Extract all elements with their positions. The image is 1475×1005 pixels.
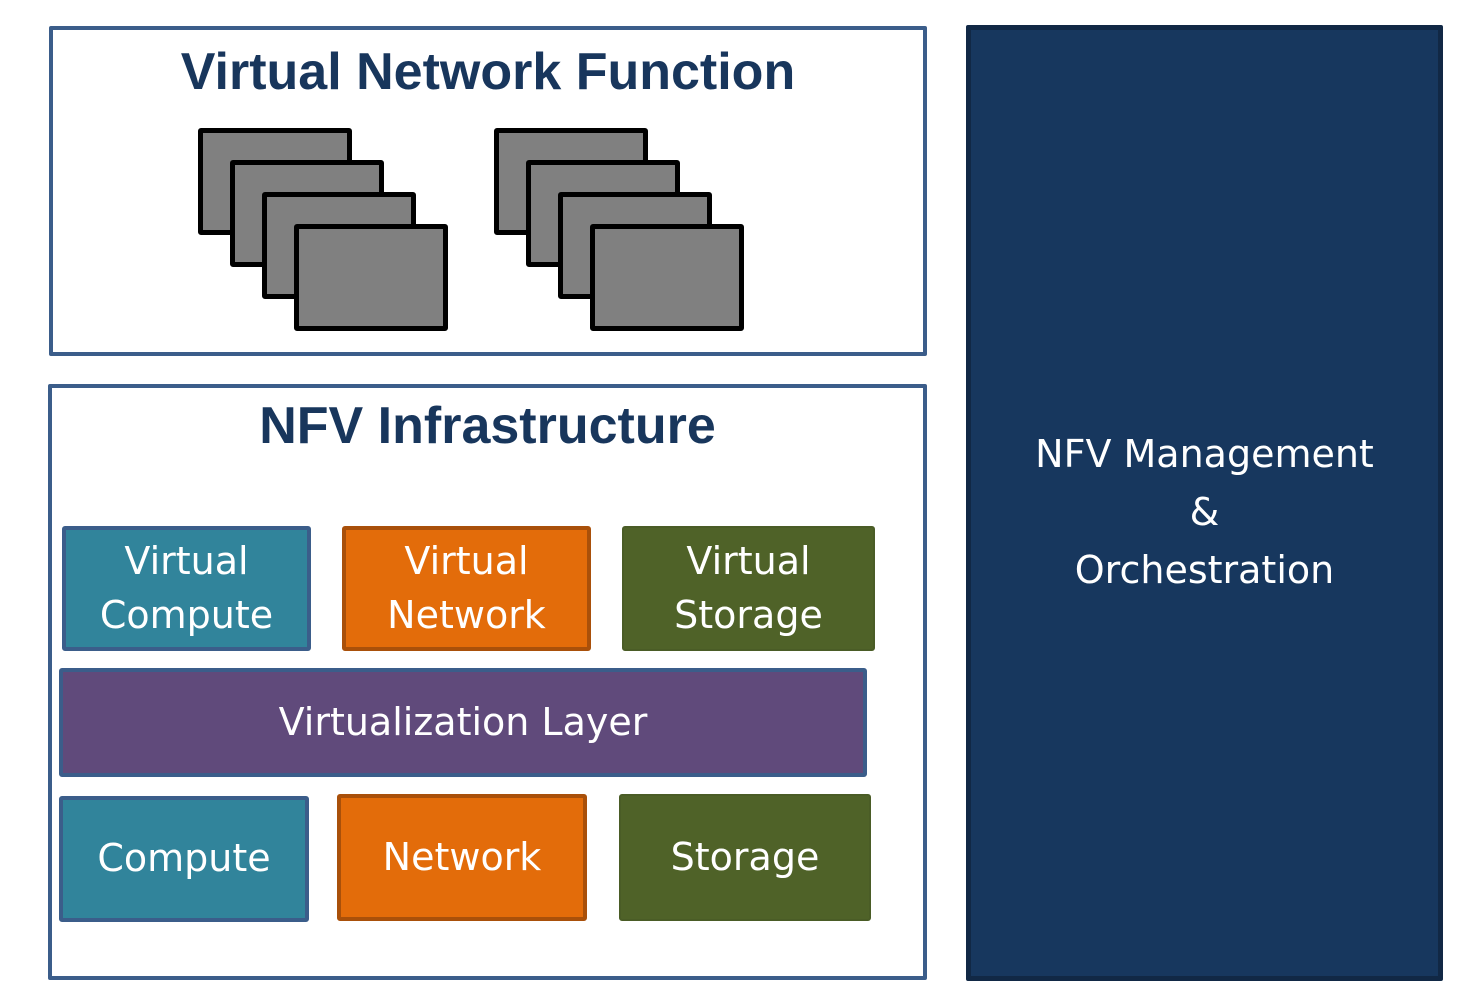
nfvi-title: NFV Infrastructure [259,397,716,455]
mano-label-line2: & [1189,490,1220,534]
mano-label-line3: Orchestration [1074,548,1335,592]
virtual-storage-line1: Virtual [686,538,811,583]
network-label: Network [382,834,542,879]
mano-panel: NFV Management & Orchestration [966,25,1443,981]
mano-label-line1: NFV Management [1035,432,1374,476]
virtual-network-line1: Virtual [404,538,529,583]
storage-label: Storage [670,834,820,879]
vnf-panel: Virtual Network Function [49,26,927,356]
virtual-storage-line2: Storage [674,592,823,637]
mano-label: NFV Management & Orchestration [971,425,1438,599]
virtualization-layer-box: Virtualization Layer [59,668,867,777]
vm-icon [590,224,744,331]
compute-label: Compute [97,836,271,881]
virtual-compute-line1: Virtual [124,538,249,583]
network-box: Network [337,794,587,921]
vm-icon [294,224,448,331]
virtualization-layer-label: Virtualization Layer [278,699,648,744]
virtual-network-line2: Network [387,592,546,637]
compute-box: Compute [59,796,309,922]
vnf-title: Virtual Network Function [180,43,796,101]
storage-box: Storage [619,794,871,921]
virtual-compute-line2: Compute [99,592,274,637]
